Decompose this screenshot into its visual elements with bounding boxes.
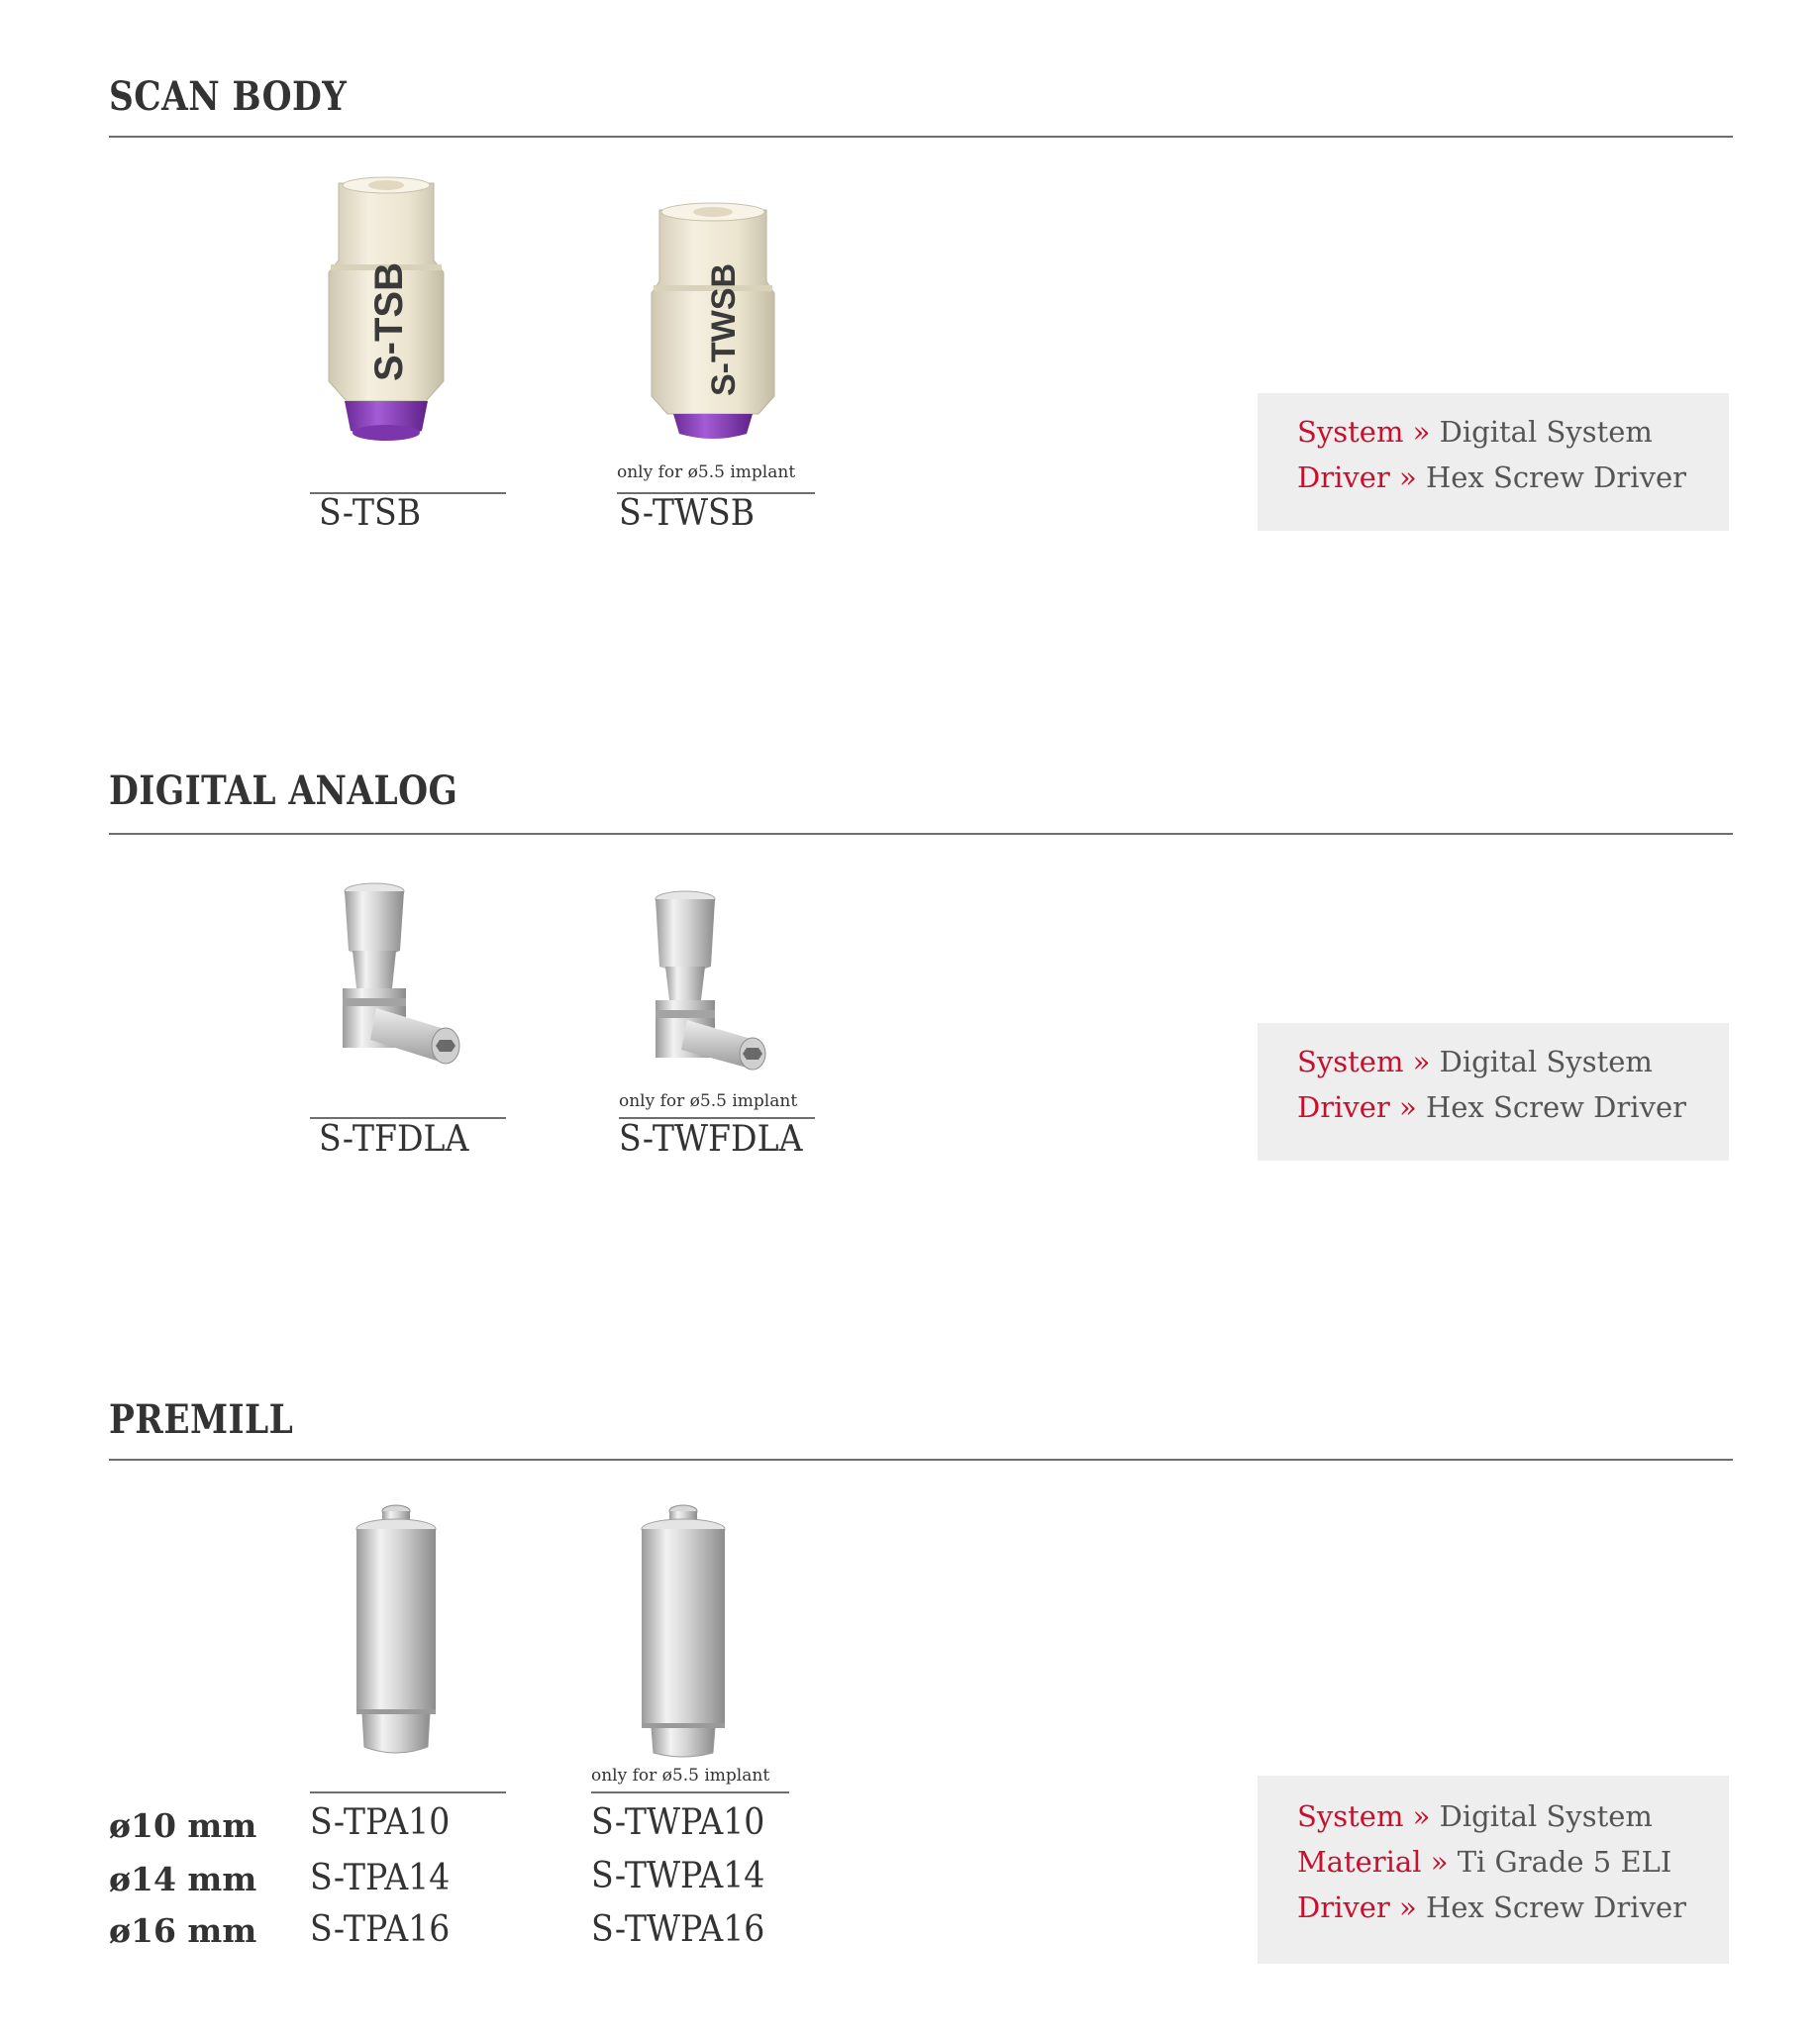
info-value: Digital System — [1439, 1045, 1653, 1078]
product-divider — [310, 492, 506, 494]
product-divider — [310, 1791, 506, 1793]
product-code-s-tfdla: S-TFDLA — [319, 1119, 469, 1160]
product-code-s-twpa10: S-TWPA10 — [591, 1802, 765, 1843]
digital-analog-tfdla-image — [343, 882, 460, 1065]
info-value: Hex Screw Driver — [1425, 1891, 1686, 1924]
implant-note: only for ø5.5 implant — [619, 1091, 798, 1111]
scan-body-twsb-image: S-TWSB — [651, 202, 775, 439]
product-code-s-tsb: S-TSB — [319, 493, 422, 534]
info-box-premill: System » Digital System Material » Ti Gr… — [1258, 1776, 1729, 1964]
info-key: Material — [1297, 1845, 1422, 1879]
product-divider — [617, 492, 815, 494]
section-title-premill: PREMILL — [109, 1396, 294, 1443]
info-key: Driver — [1297, 460, 1390, 494]
diameter-label: ø16 mm — [109, 1911, 257, 1950]
section-divider — [109, 833, 1733, 835]
diameter-label: ø10 mm — [109, 1806, 257, 1845]
info-separator: » — [1412, 1045, 1431, 1078]
section-title-scan-body: SCAN BODY — [109, 73, 348, 120]
product-code-s-tpa16: S-TPA16 — [310, 1909, 451, 1950]
product-code-s-tpa14: S-TPA14 — [310, 1858, 451, 1898]
product-code-s-tpa10: S-TPA10 — [310, 1802, 451, 1843]
product-divider — [591, 1791, 789, 1793]
product-code-s-twfdla: S-TWFDLA — [619, 1119, 803, 1160]
implant-note: only for ø5.5 implant — [617, 462, 796, 482]
section-title-digital-analog: DIGITAL ANALOG — [109, 767, 458, 814]
info-row-system: System » Digital System — [1297, 415, 1653, 449]
premill-tpa-image — [355, 1504, 437, 1754]
info-key: Driver — [1297, 1090, 1390, 1124]
product-divider — [310, 1117, 506, 1119]
info-box-scan-body: System » Digital System Driver » Hex Scr… — [1258, 393, 1729, 531]
product-divider — [619, 1117, 815, 1119]
scan-body-tsb-image: S-TSB — [328, 176, 445, 441]
info-value: Digital System — [1439, 415, 1653, 449]
digital-analog-twfdla-image — [655, 890, 766, 1071]
info-row-driver: Driver » Hex Screw Driver — [1297, 1090, 1686, 1124]
info-separator: » — [1430, 1845, 1449, 1879]
info-value: Hex Screw Driver — [1425, 460, 1686, 494]
svg-text:S-TSB: S-TSB — [367, 262, 411, 381]
info-key: Driver — [1297, 1891, 1390, 1924]
info-row-driver: Driver » Hex Screw Driver — [1297, 1891, 1686, 1924]
info-separator: » — [1412, 1799, 1431, 1833]
info-separator: » — [1412, 415, 1431, 449]
product-code-s-twsb: S-TWSB — [619, 493, 756, 534]
info-row-driver: Driver » Hex Screw Driver — [1297, 460, 1686, 494]
product-code-s-twpa14: S-TWPA14 — [591, 1856, 765, 1896]
info-separator: » — [1399, 1090, 1417, 1124]
section-divider — [109, 136, 1733, 138]
info-separator: » — [1399, 1891, 1417, 1924]
section-divider — [109, 1459, 1733, 1461]
info-value: Hex Screw Driver — [1425, 1090, 1686, 1124]
implant-note: only for ø5.5 implant — [591, 1766, 770, 1786]
info-value: Digital System — [1439, 1799, 1653, 1833]
info-key: System — [1297, 1799, 1404, 1833]
info-value: Ti Grade 5 ELI — [1457, 1845, 1672, 1879]
product-code-s-twpa16: S-TWPA16 — [591, 1909, 765, 1950]
premill-twpa-image — [641, 1504, 726, 1758]
info-row-system: System » Digital System — [1297, 1045, 1653, 1078]
diameter-label: ø14 mm — [109, 1860, 257, 1898]
info-row-system: System » Digital System — [1297, 1799, 1653, 1833]
info-key: System — [1297, 1045, 1404, 1078]
info-box-digital-analog: System » Digital System Driver » Hex Scr… — [1258, 1023, 1729, 1161]
svg-text:S-TWSB: S-TWSB — [705, 263, 743, 396]
info-separator: » — [1399, 460, 1417, 494]
info-row-material: Material » Ti Grade 5 ELI — [1297, 1845, 1671, 1879]
info-key: System — [1297, 415, 1404, 449]
